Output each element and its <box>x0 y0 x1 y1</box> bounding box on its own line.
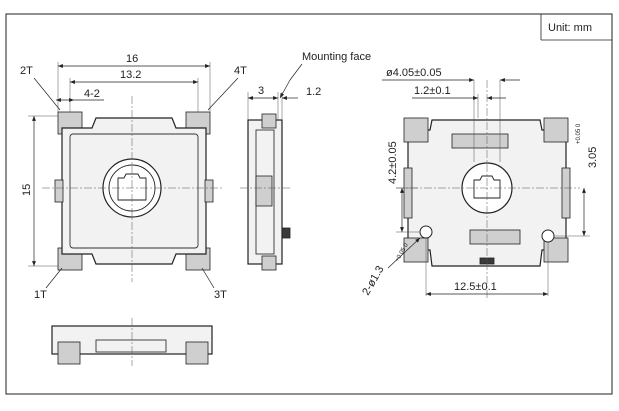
left-tab <box>54 179 64 203</box>
dim-height-3-05-tol: +0.05 0 <box>576 123 582 144</box>
dim-height-3-05: 3.05 <box>587 147 599 168</box>
dim-height-15: 15 <box>21 184 33 196</box>
right-tab <box>204 179 214 203</box>
dim-width-16: 16 <box>126 53 138 65</box>
dim-width-13-2: 13.2 <box>120 69 141 81</box>
bottom-foot-left <box>57 341 81 365</box>
back-shaft-dflat <box>473 175 501 199</box>
top-view <box>42 96 224 282</box>
back-view <box>396 80 580 300</box>
side-knob-stub <box>255 175 273 207</box>
side-term-top <box>261 113 277 129</box>
side-view-dimensions: 3 1.2 Mounting face <box>247 51 371 120</box>
side-view <box>240 113 292 271</box>
bottom-view <box>51 318 213 366</box>
label-1t: 1T <box>34 289 47 301</box>
dim-offset-1-2: 1.2±0.1 <box>414 85 451 97</box>
dim-holes-1-3: 2-ø1.3 <box>360 264 386 298</box>
dim-side-3: 3 <box>258 85 264 97</box>
unit-label: Unit: mm <box>548 22 592 34</box>
back-slot-top <box>451 133 509 149</box>
back-term-tl <box>403 117 429 143</box>
dim-pitch-4-2: 4-2 <box>84 88 100 100</box>
dim-dia-4-05: ø4.05±0.05 <box>386 67 442 79</box>
bottom-center-lip <box>95 339 167 353</box>
mount-hole-right <box>541 229 555 243</box>
back-term-tr <box>543 117 569 143</box>
back-side-right <box>561 167 571 219</box>
dim-pitch-12-5: 12.5±0.1 <box>454 281 497 293</box>
drawing-frame <box>5 13 613 395</box>
back-side-left <box>403 167 413 219</box>
label-4t: 4T <box>234 65 247 77</box>
top-inner-plate <box>69 133 199 249</box>
label-2t: 2T <box>20 65 33 77</box>
label-3t: 3T <box>214 289 227 301</box>
side-term-bottom <box>261 255 277 271</box>
dim-side-1-2: 1.2 <box>306 86 321 98</box>
bottom-foot-right <box>185 341 209 365</box>
back-slot-bottom <box>469 229 521 245</box>
side-pin <box>281 227 291 239</box>
dim-height-4-2: 4.2±0.05 <box>387 141 399 184</box>
label-mounting-face: Mounting face <box>302 51 371 63</box>
mount-hole-left <box>419 225 433 239</box>
top-view-dimensions: 16 13.2 4-2 15 2T 4T 1T 3T <box>20 53 247 301</box>
